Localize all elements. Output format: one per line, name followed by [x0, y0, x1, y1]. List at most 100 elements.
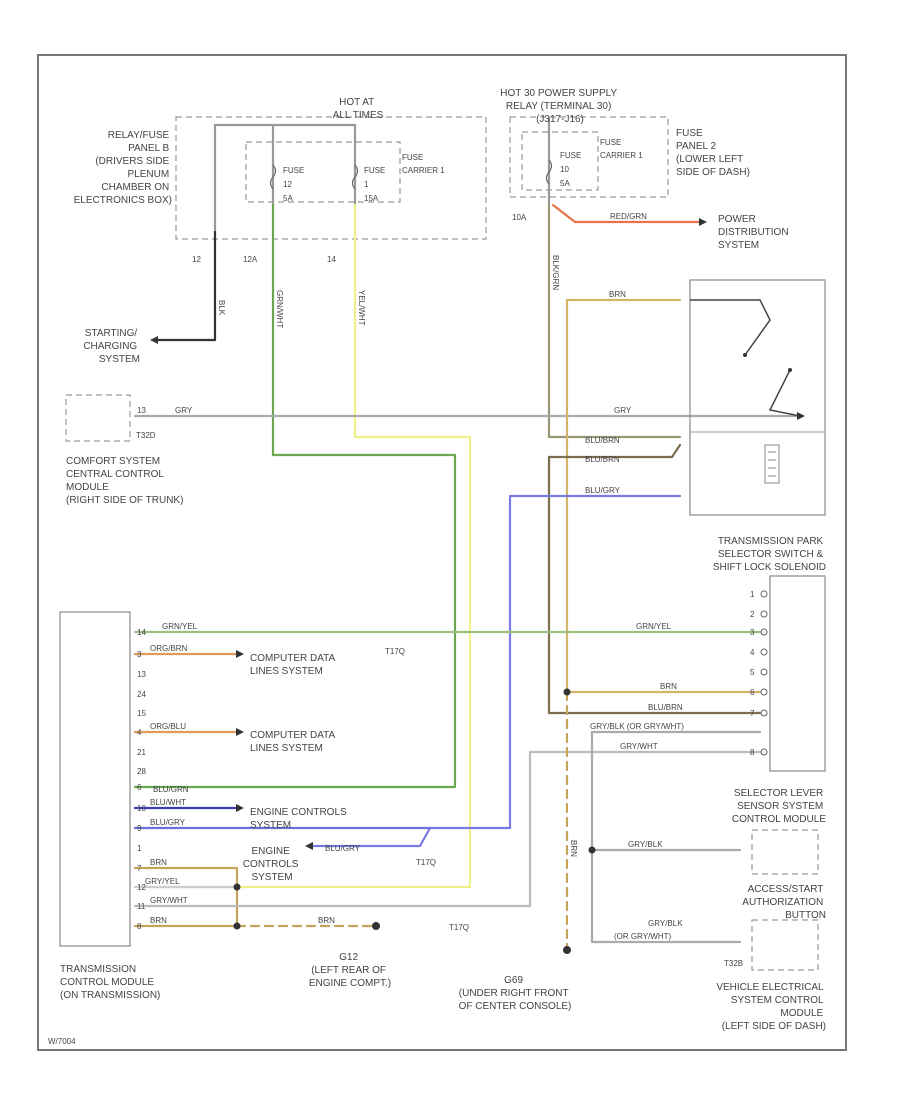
power-distribution-label: POWER DISTRIBUTION SYSTEM	[718, 214, 791, 251]
wire-grn-wht	[133, 203, 457, 789]
tr-park-selector-label: TRANSMISSION PARK SELECTOR SWITCH & SHIF…	[713, 536, 826, 573]
arrow-computer-data-1	[236, 650, 244, 658]
tcm-pin-label: 15	[137, 709, 146, 718]
wire-label-gry-wht-2: GRY/WHT	[620, 742, 658, 751]
selector-pin-terminal	[760, 610, 768, 618]
selector-pin-label: 4	[750, 648, 755, 657]
starting-charging-label: STARTING/ CHARGING SYSTEM	[83, 328, 140, 365]
wire-label-blu-brn-3: BLU/BRN	[648, 703, 683, 712]
arrow-engine-controls-2	[305, 842, 313, 850]
selector-pin-terminal	[760, 628, 768, 636]
contact-dot-1	[743, 353, 747, 357]
wire-label-org-blu: ORG/BLU	[150, 722, 186, 731]
wire-label-grn-yel-2: GRN/YEL	[636, 622, 672, 631]
wire-label-brn-4: BRN	[150, 916, 167, 925]
park-switch-contact-2	[768, 369, 801, 417]
fuse-carrier-box-b	[521, 131, 599, 191]
pin-14: 14	[327, 255, 336, 264]
ground-g69-dot	[563, 946, 571, 954]
wire-label-blk: BLK	[217, 300, 226, 316]
wire-label-blu-gry-3: BLU/GRY	[150, 818, 186, 827]
wire-label-blu-wht: BLU/WHT	[150, 798, 186, 807]
tcm-pin-label: 14	[137, 628, 146, 637]
engine-controls-1-label: ENGINE CONTROLS SYSTEM	[250, 807, 349, 831]
tcm-pin-label: 3	[137, 650, 142, 659]
tcm-pin-label: 9	[137, 824, 142, 833]
tcm-pin-label: 24	[137, 690, 146, 699]
selector-connector-box	[769, 575, 826, 772]
vesm-label: VEHICLE ELECTRICAL SYSTEM CONTROL MODULE…	[716, 982, 826, 1032]
pin-10a: 10A	[512, 213, 527, 222]
fuse-1-symbol	[351, 164, 359, 190]
wire-label-grn-wht: GRN/WHT	[275, 290, 284, 328]
tcm-pin-label: 7	[137, 864, 142, 873]
hot-30-supply-label: HOT 30 POWER SUPPLY RELAY (TERMINAL 30) …	[500, 88, 620, 125]
ground-g12-dot	[372, 922, 380, 930]
fuse-1-label: FUSE 1 15A	[364, 166, 388, 203]
fuse-panel-2-label: FUSE PANEL 2 (LOWER LEFT SIDE OF DASH)	[676, 128, 750, 178]
tcm-pin-label: 10	[137, 804, 146, 813]
engine-controls-2-label: ENGINE CONTROLS SYSTEM	[243, 846, 301, 883]
fuse-10-label: FUSE 10 5A	[560, 151, 584, 188]
wire-blk-grn	[547, 203, 682, 439]
wire-label-red-grn: RED/GRN	[610, 212, 647, 221]
arrow-computer-data-2	[236, 728, 244, 736]
wire-blk-starting	[153, 230, 217, 342]
tcm-pin-label: 4	[137, 728, 142, 737]
wire-label-brn-5: BRN	[318, 916, 335, 925]
pin-cd: 13	[137, 406, 146, 415]
selector-pin-terminal	[760, 709, 768, 717]
hot-at-all-times-label: HOT AT ALL TIMES	[333, 97, 384, 121]
arrow-power-distribution	[699, 218, 707, 226]
access-start-box	[751, 919, 819, 971]
selector-pin-terminal	[760, 590, 768, 598]
wire-label-gry-2: GRY	[614, 406, 632, 415]
fuse-12-label: FUSE 12 5A	[283, 166, 307, 203]
park-switch-box	[689, 279, 826, 516]
pin-t17q-1: T17Q	[385, 647, 405, 656]
selector-pin-label: 1	[750, 590, 755, 599]
computer-data-1-label: COMPUTER DATA LINES SYSTEM	[250, 653, 337, 677]
diagram-frame	[37, 54, 847, 1051]
pin-12: 12	[192, 255, 201, 264]
fuse-carrier-1a-label: FUSE CARRIER 1	[402, 153, 445, 175]
contact-dot-2	[788, 368, 792, 372]
tcm-pin-label: 11	[137, 902, 146, 911]
wire-yel-wht	[133, 203, 472, 889]
wire-label-blu-gry-1: BLU/GRY	[585, 486, 621, 495]
wire-label-brn-2: BRN	[660, 682, 677, 691]
tcm-pin-label: 13	[137, 670, 146, 679]
wire-label-org-brn: ORG/BRN	[150, 644, 188, 653]
comfort-connector-label: T32D	[136, 431, 156, 440]
access-start-label: ACCESS/START AUTHORIZATION BUTTON	[742, 884, 826, 921]
wire-label-blu-gry-2: BLU/GRY	[325, 844, 361, 853]
wire-label-or-gry-wht-line: GRY/BLK (OR GRY/WHT)	[590, 722, 684, 731]
wire-label-gry-wht: GRY/WHT	[150, 896, 188, 905]
wire-gry-wht	[133, 750, 762, 908]
splice-1	[563, 688, 571, 696]
selector-pin-label: 3	[750, 628, 755, 637]
wire-label-blu-brn-1: BLU/BRN	[585, 436, 620, 445]
tcm-pin-label: 12	[137, 883, 146, 892]
wire-label-or-gry-wht: (OR GRY/WHT)	[614, 932, 672, 941]
wire-label-gry-yel: GRY/YEL	[145, 877, 180, 886]
selector-pin-terminal	[760, 688, 768, 696]
vesm-connector-label: T32B	[724, 959, 743, 968]
selector-pin-terminal	[760, 648, 768, 656]
tcm-pin-label: 28	[137, 767, 146, 776]
wire-label-gry-1: GRY	[175, 406, 193, 415]
computer-data-2-label: COMPUTER DATA LINES SYSTEM	[250, 730, 337, 754]
wire-gry-blk	[590, 730, 762, 944]
comfort-module-box	[65, 394, 131, 442]
tcm-pin-label: 21	[137, 748, 146, 757]
tcm-pin-label: 6	[137, 783, 142, 792]
selector-pin-terminal	[760, 748, 768, 756]
pin-t17q-3: T17Q	[449, 923, 469, 932]
shift-lock-solenoid	[764, 444, 780, 484]
splice-3	[233, 922, 241, 930]
wire-label-blu-brn-2: BLU/BRN	[585, 455, 620, 464]
fuse-panel-2-box	[509, 116, 669, 198]
diagram-code: W/7004	[48, 1037, 76, 1046]
